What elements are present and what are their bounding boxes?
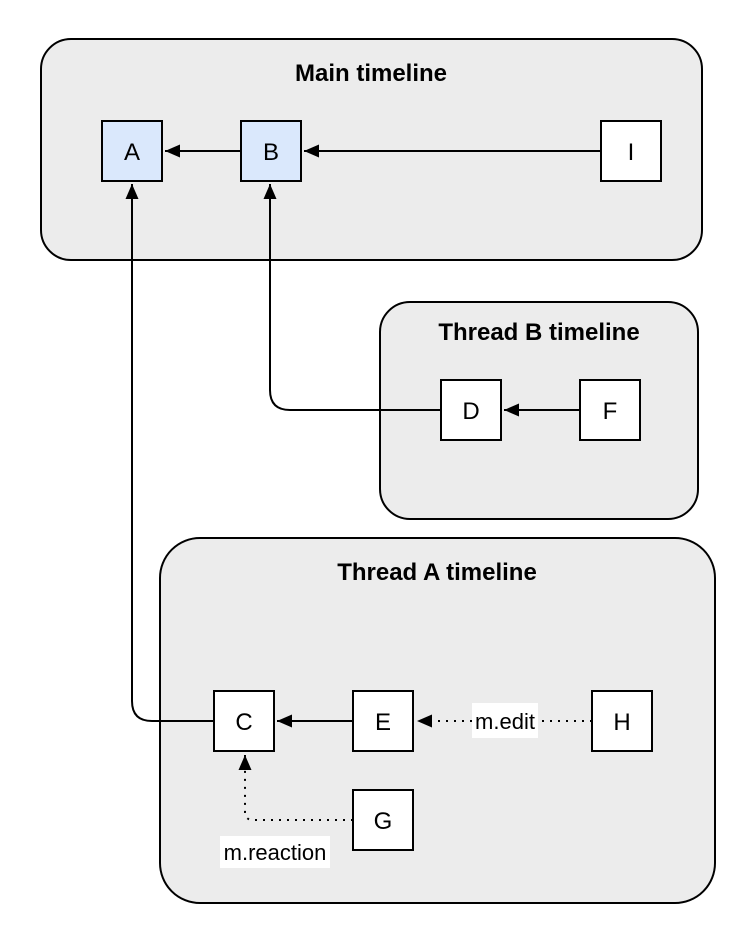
m-edit-label-background — [472, 703, 538, 738]
node-d-box — [440, 379, 502, 441]
m-reaction-label: m.reaction — [224, 840, 327, 865]
main-timeline-title: Main timeline — [295, 60, 447, 87]
edge-label-m-reaction: m.reaction — [220, 836, 330, 868]
main-timeline-box — [40, 38, 703, 261]
node-e-label: E — [375, 709, 391, 736]
node-a-label: A — [124, 139, 140, 166]
node-b-label: B — [263, 139, 279, 166]
node-f-label: F — [603, 398, 618, 425]
node-c-box — [213, 690, 275, 752]
node-d-label: D — [462, 398, 479, 425]
node-e-box — [352, 690, 414, 752]
node-c-label: C — [235, 709, 252, 736]
node-i-label: I — [628, 139, 635, 166]
edge-d-to-b — [263, 184, 441, 411]
node-h-label: H — [613, 709, 630, 736]
node-c: C — [213, 690, 275, 752]
container-main-timeline: Main timeline — [40, 38, 703, 261]
node-h-box — [591, 690, 653, 752]
node-h: H — [591, 690, 653, 752]
m-reaction-label-background — [220, 836, 330, 868]
edge-label-m-edit: m.edit — [472, 703, 538, 738]
node-e: E — [352, 690, 414, 752]
node-b-box — [240, 120, 302, 182]
node-f-box — [579, 379, 641, 441]
node-f: F — [579, 379, 641, 441]
node-g-label: G — [374, 808, 393, 835]
node-i: I — [600, 120, 662, 182]
edge-g-to-c — [238, 755, 353, 821]
edge-c-to-a — [125, 184, 214, 722]
node-a: A — [101, 120, 163, 182]
node-d: D — [440, 379, 502, 441]
node-g-box — [352, 789, 414, 851]
node-i-box — [600, 120, 662, 182]
node-a-box — [101, 120, 163, 182]
node-b: B — [240, 120, 302, 182]
m-edit-label: m.edit — [475, 709, 535, 734]
thread-a-timeline-title: Thread A timeline — [337, 559, 537, 586]
thread-b-timeline-title: Thread B timeline — [438, 319, 639, 346]
node-g: G — [352, 789, 414, 851]
